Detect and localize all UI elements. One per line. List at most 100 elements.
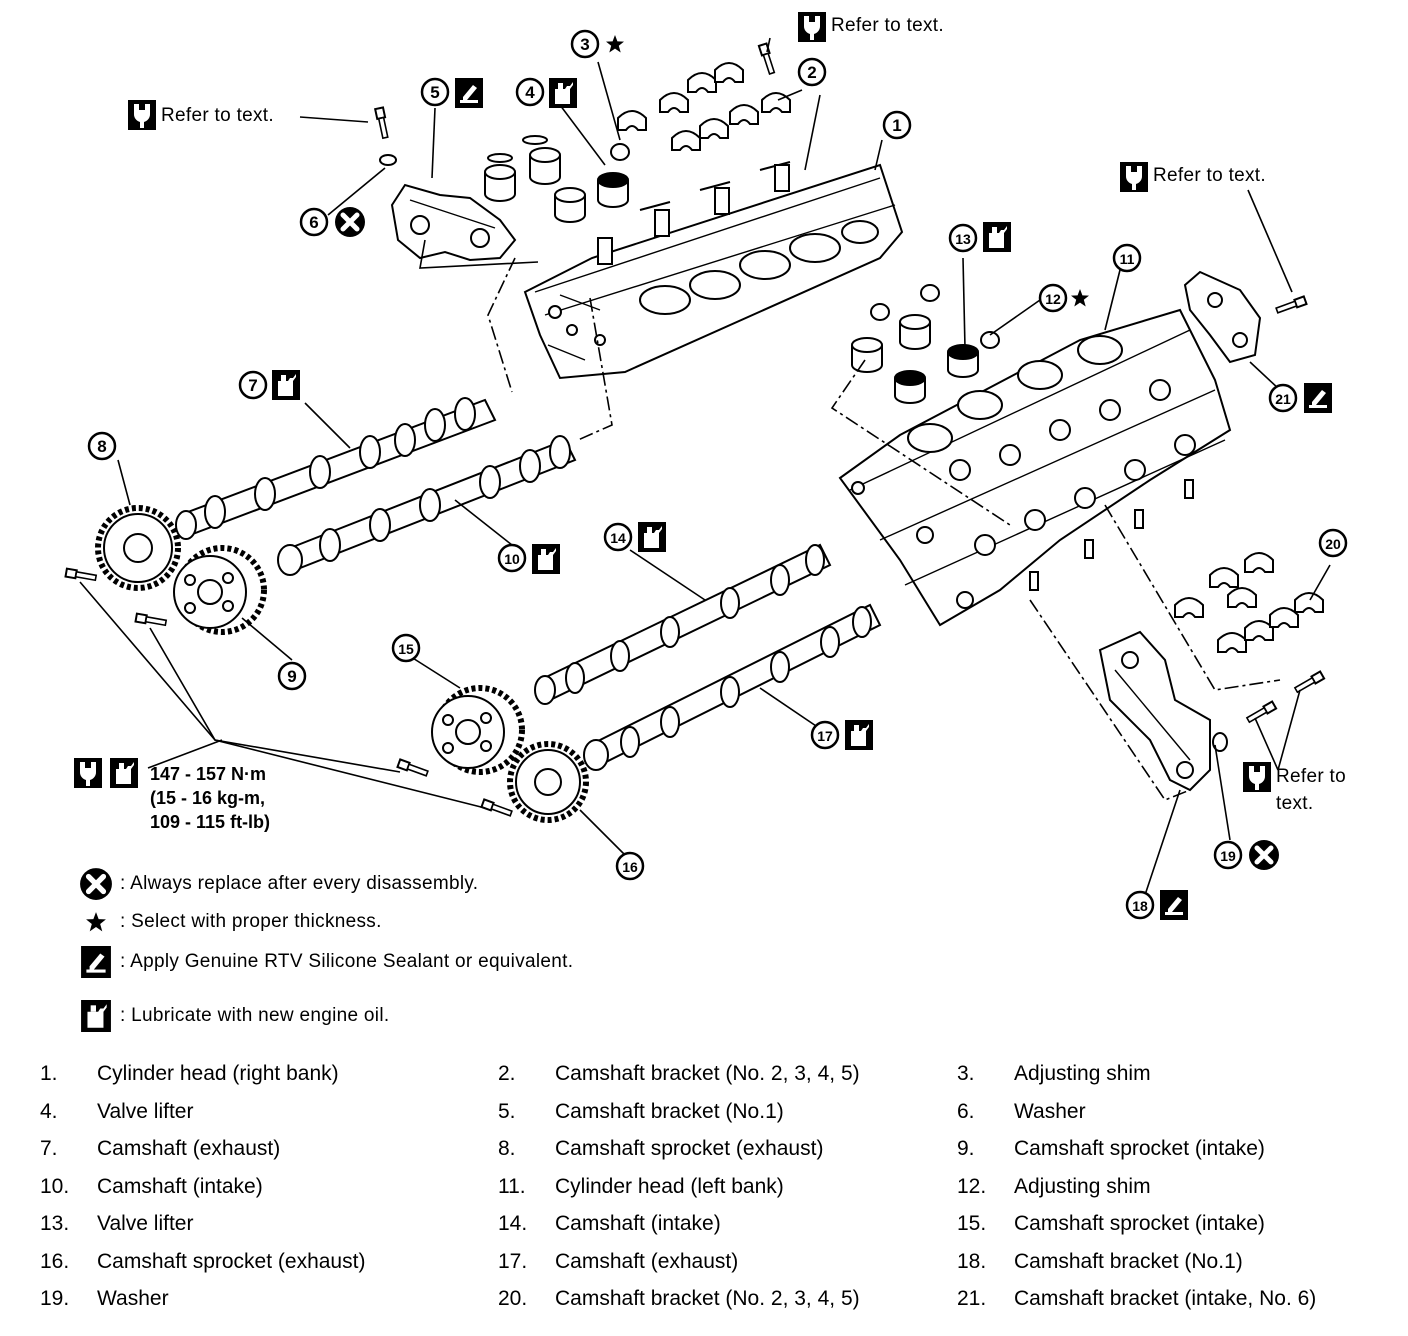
part-name: Camshaft (intake): [97, 1174, 263, 1198]
part-name: Camshaft (exhaust): [97, 1137, 281, 1160]
part-number: 13.: [40, 1212, 70, 1235]
camshaft-intake-10: [277, 435, 577, 576]
part-name: Camshaft sprocket (exhaust): [555, 1137, 824, 1160]
callout-14: 14: [603, 522, 633, 552]
part-number: 19.: [40, 1287, 70, 1310]
part-name: Washer: [1014, 1099, 1086, 1123]
callout-8: 8: [87, 431, 117, 461]
replace-icon: [79, 867, 113, 901]
wrench-icon: [74, 758, 102, 788]
camshaft-sprocket-intake-15: [431, 685, 525, 775]
refer-text-left: Refer to text.: [161, 105, 274, 126]
replace-icon: [1249, 840, 1279, 870]
wrench-icon: [1120, 162, 1148, 192]
refer-text-lower-right-line2: text.: [1276, 793, 1314, 814]
part-name: Camshaft bracket (No. 2, 3, 4, 5): [555, 1062, 860, 1085]
oil-icon: [272, 370, 300, 400]
legend-replace-text: : Always replace after every disassembly…: [120, 873, 479, 894]
torque-kgm: (15 - 16 kg-m,: [150, 788, 266, 808]
callout-18: 18: [1125, 890, 1155, 920]
valve-lifters-right: [484, 135, 630, 223]
oil-icon: [549, 78, 577, 108]
replace-icon: [335, 207, 365, 237]
svg-text:6: 6: [309, 213, 318, 232]
valve-lifters-left: [851, 284, 1000, 404]
svg-text:10: 10: [504, 551, 520, 567]
svg-text:14: 14: [610, 530, 626, 546]
oil-icon: [638, 522, 666, 552]
part-name: Camshaft (exhaust): [555, 1249, 739, 1273]
svg-text:13: 13: [955, 231, 971, 247]
torque-spec: 147 - 157 N·m (15 - 16 kg-m, 109 - 115 f…: [150, 762, 270, 834]
refer-text-lower-right-line1: Refer to: [1276, 766, 1346, 787]
legend-select: : Select with proper thickness.: [78, 906, 382, 938]
star-icon: [86, 912, 106, 932]
part-name: Cylinder head (left bank): [555, 1174, 784, 1198]
part-number: 12.: [957, 1174, 987, 1198]
callout-2: 2: [797, 57, 827, 87]
svg-text:11: 11: [1120, 251, 1135, 267]
part-name: Camshaft bracket (No.1): [1014, 1249, 1243, 1273]
svg-text:12: 12: [1045, 291, 1061, 307]
oil-icon: [845, 720, 873, 750]
camshaft-bracket-intake-no6: [1183, 270, 1262, 364]
legend-oil: : Lubricate with new engine oil.: [78, 1000, 389, 1032]
part-name: Camshaft bracket (No. 2, 3, 4, 5): [555, 1287, 860, 1310]
part-number: 4.: [40, 1099, 58, 1123]
sealant-icon: [1160, 890, 1188, 920]
part-number: 18.: [957, 1249, 987, 1273]
part-number: 2.: [498, 1062, 516, 1085]
sealant-icon: [455, 78, 483, 108]
svg-text:5: 5: [430, 83, 439, 102]
part-number: 14.: [498, 1212, 528, 1235]
part-number: 1.: [40, 1062, 58, 1085]
star-icon: [1071, 289, 1089, 307]
callout-15: 15: [391, 633, 421, 663]
camshaft-sprocket-exhaust-8: [95, 505, 181, 591]
legend-oil-text: : Lubricate with new engine oil.: [120, 1005, 390, 1026]
callout-13: 13: [948, 223, 978, 253]
legend-select-text: : Select with proper thickness.: [120, 911, 382, 932]
callout-7: 7: [238, 370, 268, 400]
camshaft-bracket-no1-right: [390, 183, 517, 262]
part-number: 17.: [498, 1249, 528, 1273]
callout-21: 21: [1268, 383, 1298, 413]
legend-sealant: : Apply Genuine RTV Silicone Sealant or …: [78, 946, 573, 978]
svg-text:8: 8: [97, 437, 106, 456]
part-number: 9.: [957, 1137, 975, 1160]
cylinder-head-left-bank: [838, 308, 1232, 627]
camshaft-sprocket-exhaust-16: [507, 741, 589, 823]
svg-text:19: 19: [1220, 848, 1236, 864]
wrench-icon: [798, 12, 826, 42]
svg-text:3: 3: [580, 35, 589, 54]
svg-text:18: 18: [1132, 898, 1148, 914]
part-number: 15.: [957, 1212, 987, 1235]
svg-text:21: 21: [1275, 391, 1291, 407]
torque-ftlb: 109 - 115 ft-lb): [150, 812, 271, 832]
part-name: Camshaft sprocket (intake): [1014, 1212, 1265, 1235]
callout-17: 17: [810, 720, 840, 750]
svg-text:16: 16: [622, 859, 638, 875]
part-number: 11.: [498, 1174, 526, 1198]
part-name: Valve lifter: [97, 1099, 194, 1123]
part-number: 6.: [957, 1099, 975, 1123]
callout-19: 19: [1213, 840, 1243, 870]
camshaft-bracket-no1-left: [1098, 630, 1211, 792]
callout-4: 4: [515, 77, 545, 107]
callout-20: 20: [1318, 528, 1348, 558]
sealant-icon: [81, 946, 111, 978]
callout-5: 5: [420, 77, 450, 107]
refer-text-right: Refer to text.: [1153, 165, 1266, 186]
callout-6: 6: [299, 207, 329, 237]
camshaft-brackets-left: [1174, 552, 1324, 653]
torque-nm: 147 - 157 N·m: [150, 764, 267, 784]
part-number: 8.: [498, 1137, 516, 1160]
camshaft-intake-14: [534, 543, 832, 705]
svg-text:1: 1: [892, 116, 901, 135]
callout-16: 16: [615, 851, 645, 881]
svg-text:7: 7: [248, 376, 257, 395]
wrench-icon: [1243, 762, 1271, 792]
oil-icon: [532, 544, 560, 574]
